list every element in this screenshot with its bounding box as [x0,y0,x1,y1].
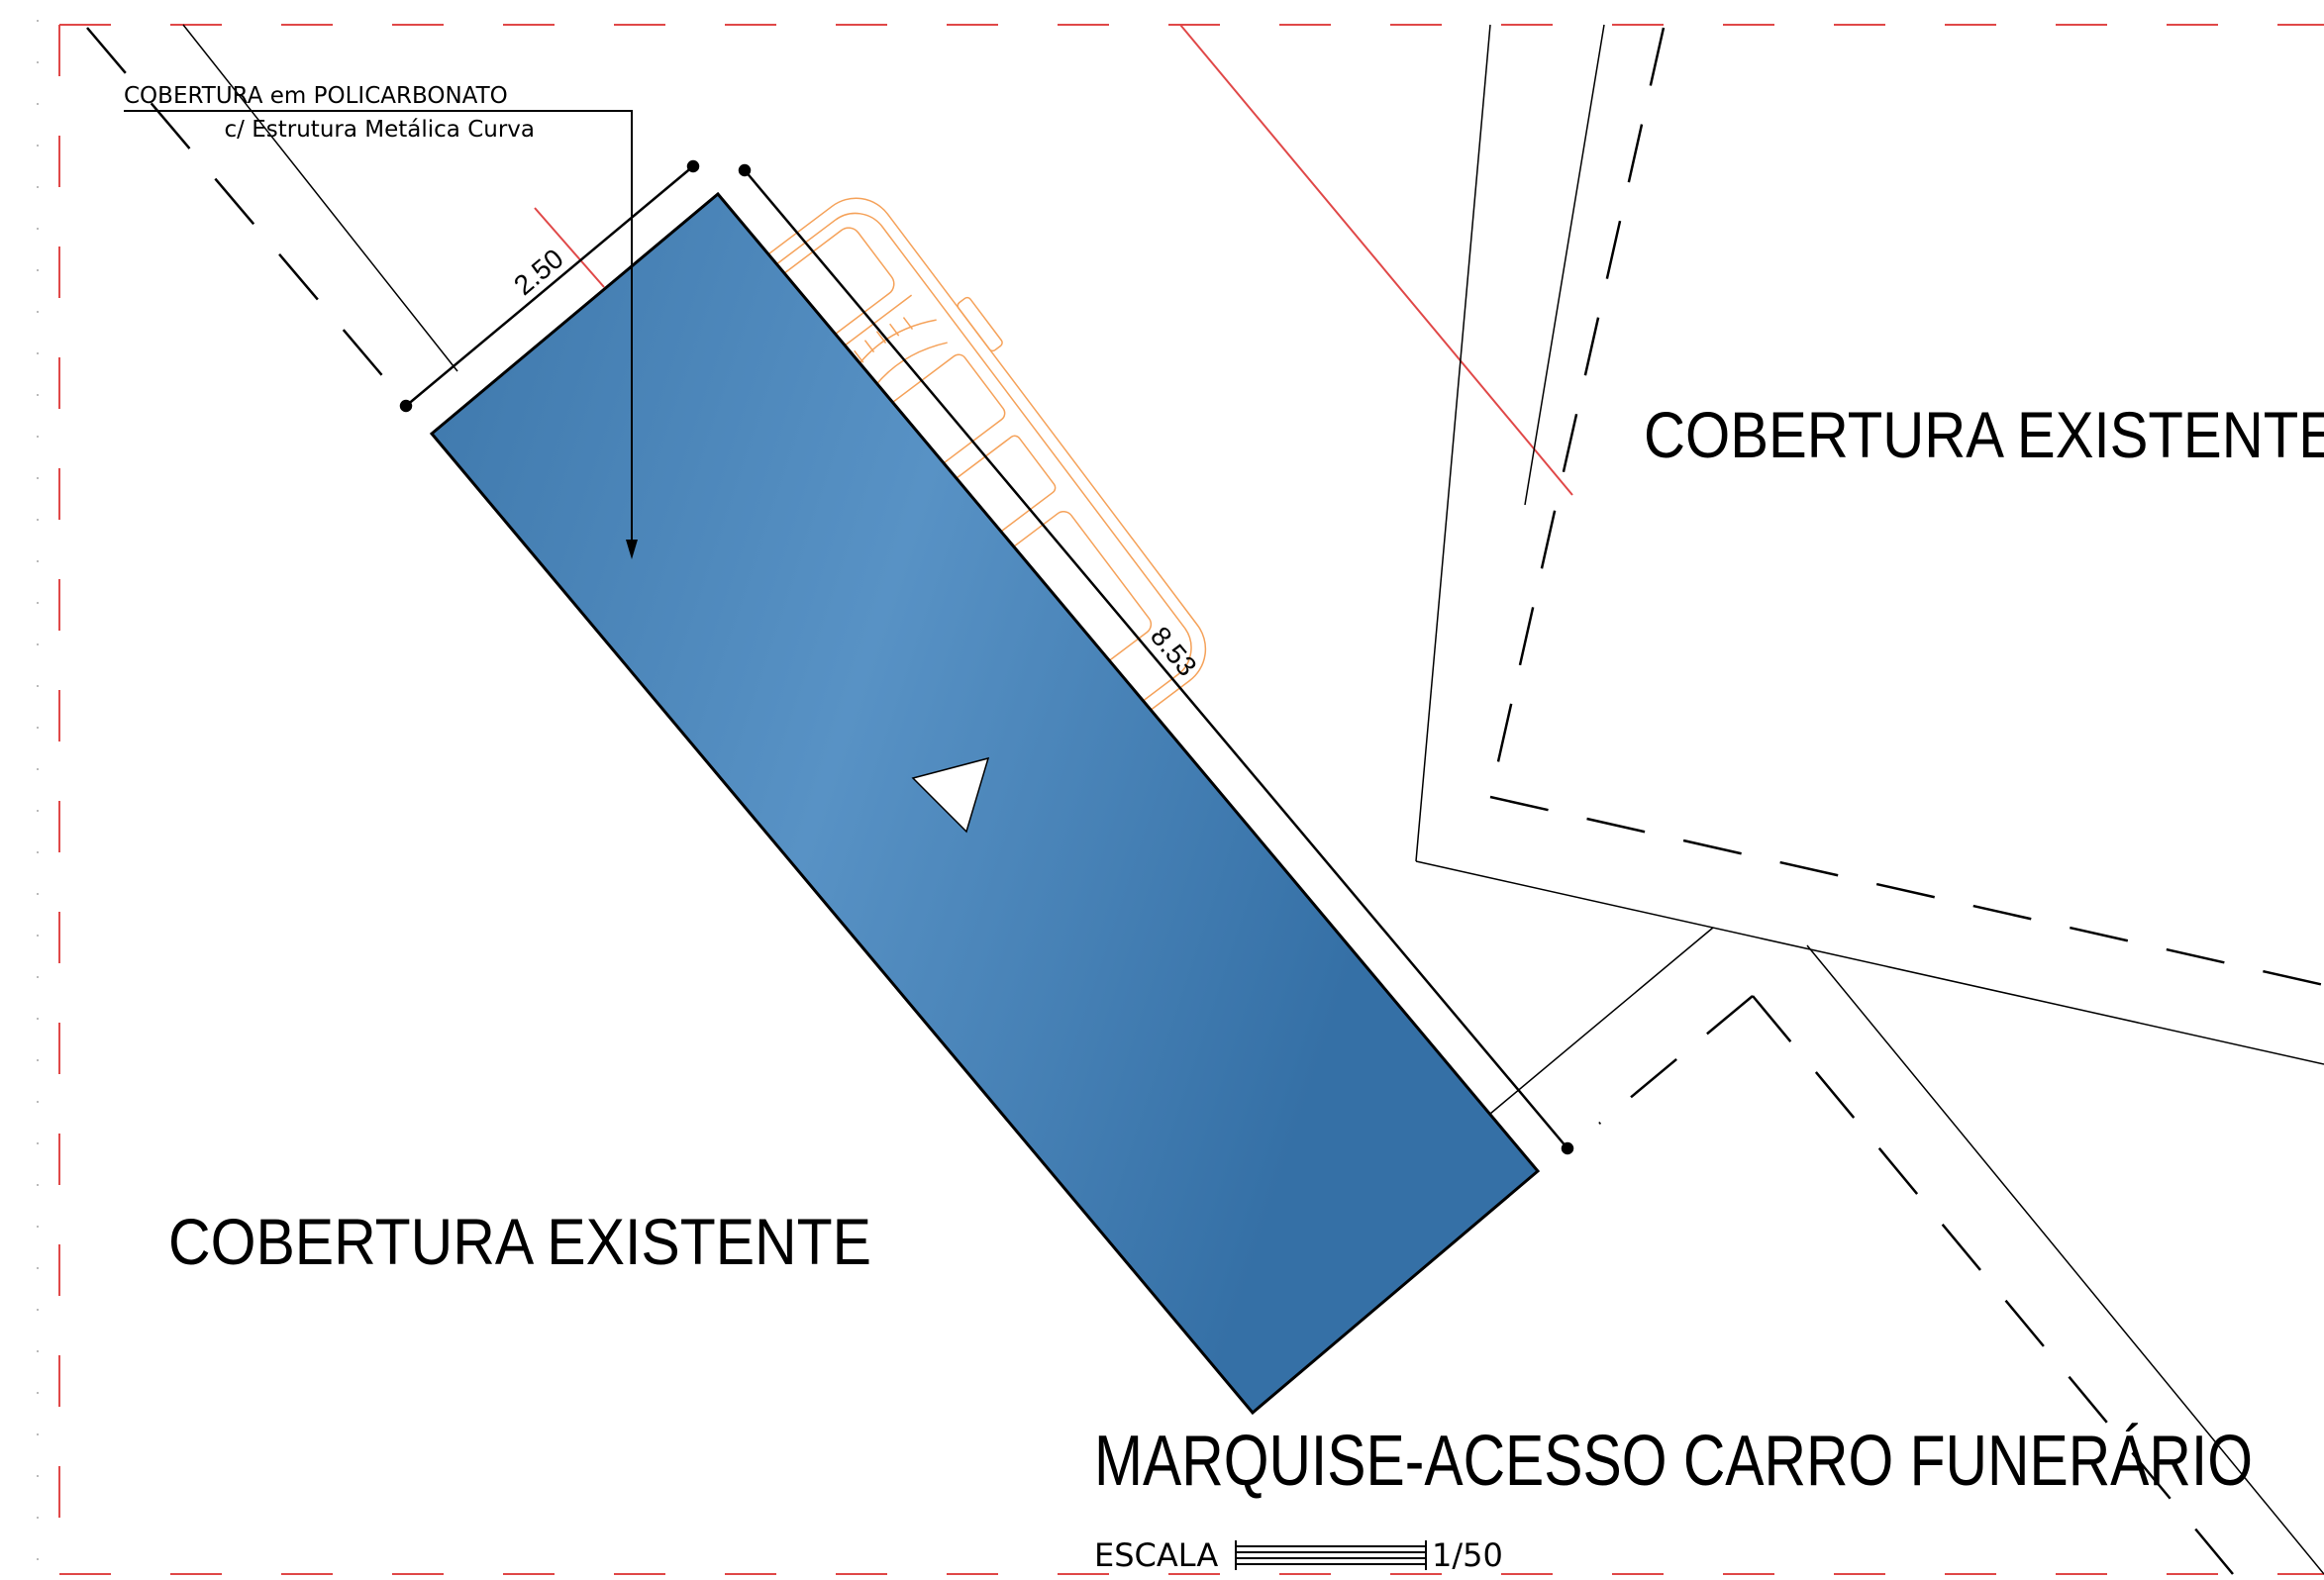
scale-value: 1/50 [1432,1536,1503,1574]
existing-building-outlines [182,24,2324,1575]
existing-cover-label-right: COBERTURA EXISTENTE [1644,398,2324,471]
property-line [1179,24,1573,496]
dimension-width-label: 2.50 [508,243,569,301]
direction-arrow-icon [911,756,990,834]
callout-line-2: c/ Estrutura Metálica Curva [225,117,535,143]
polycarbonate-canopy [429,191,1541,1416]
property-line-short [534,207,605,288]
callout-line-1: COBERTURA em POLICARBONATO [124,83,508,109]
callout-arrowhead-icon [626,540,638,559]
scale-label: ESCALA [1094,1536,1218,1574]
drawing-title: MARQUISE-ACESSO CARRO FUNERÁRIO [1094,1422,2253,1501]
dashed-projection-lines [86,27,2324,1575]
dimension-width [399,159,700,413]
sheet-border [58,24,2324,1575]
existing-cover-label-left: COBERTURA EXISTENTE [168,1205,871,1278]
dimension-length [738,163,1574,1155]
scale-bar [1235,1540,1427,1570]
callout-leader [124,110,633,554]
dimension-length-label: 8.53 [1145,621,1203,682]
